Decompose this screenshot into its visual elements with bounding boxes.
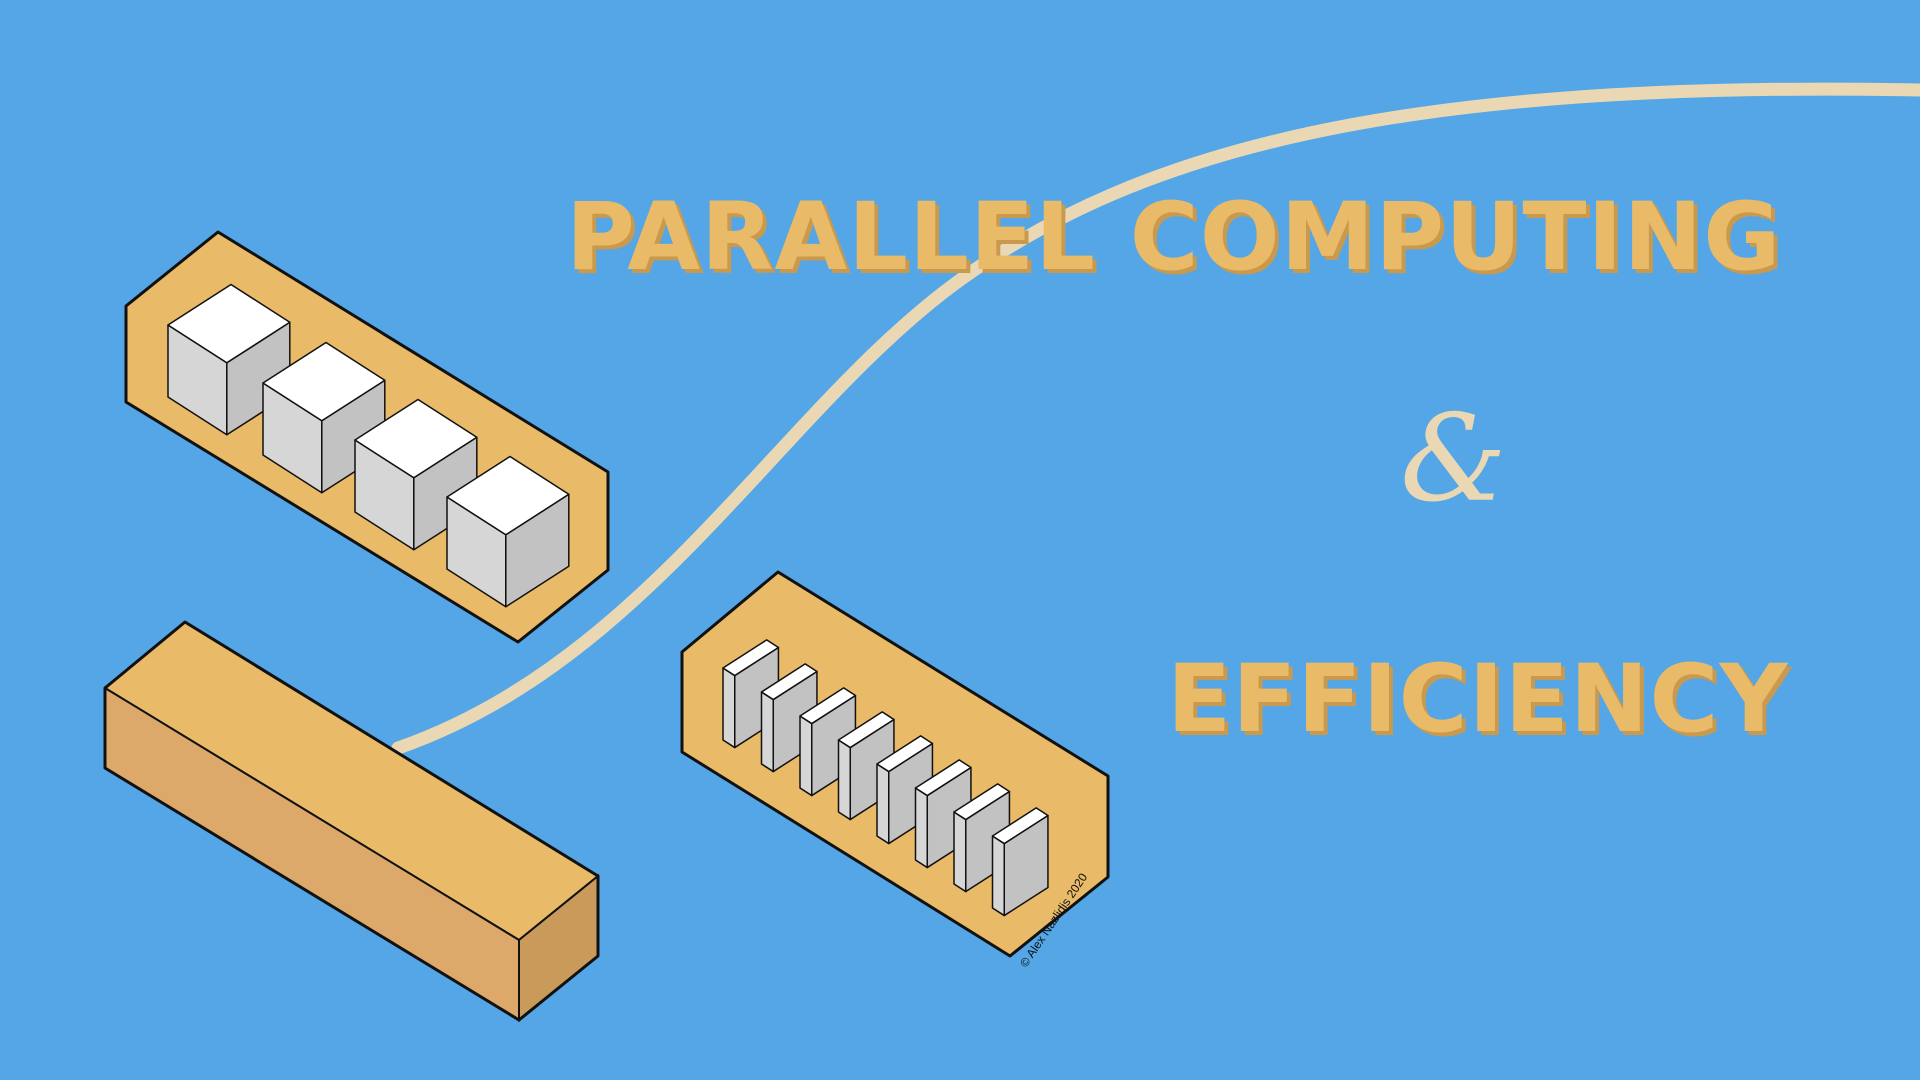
processor-cube-1 [167, 283, 291, 436]
processor-slice-4 [837, 711, 895, 821]
title-line-1: PARALLEL COMPUTING [566, 183, 1782, 292]
processor-cube-3 [354, 398, 478, 551]
tray-eight-slices [680, 570, 1110, 958]
connector-curve [391, 82, 1920, 755]
title-line-2: EFFICIENCY [1167, 645, 1789, 754]
single-long-block [103, 620, 600, 1023]
processor-slice-8 [991, 807, 1049, 917]
processor-cube-4 [446, 455, 570, 608]
ampersand: & [1400, 390, 1507, 529]
tray-four-cubes [124, 230, 610, 644]
